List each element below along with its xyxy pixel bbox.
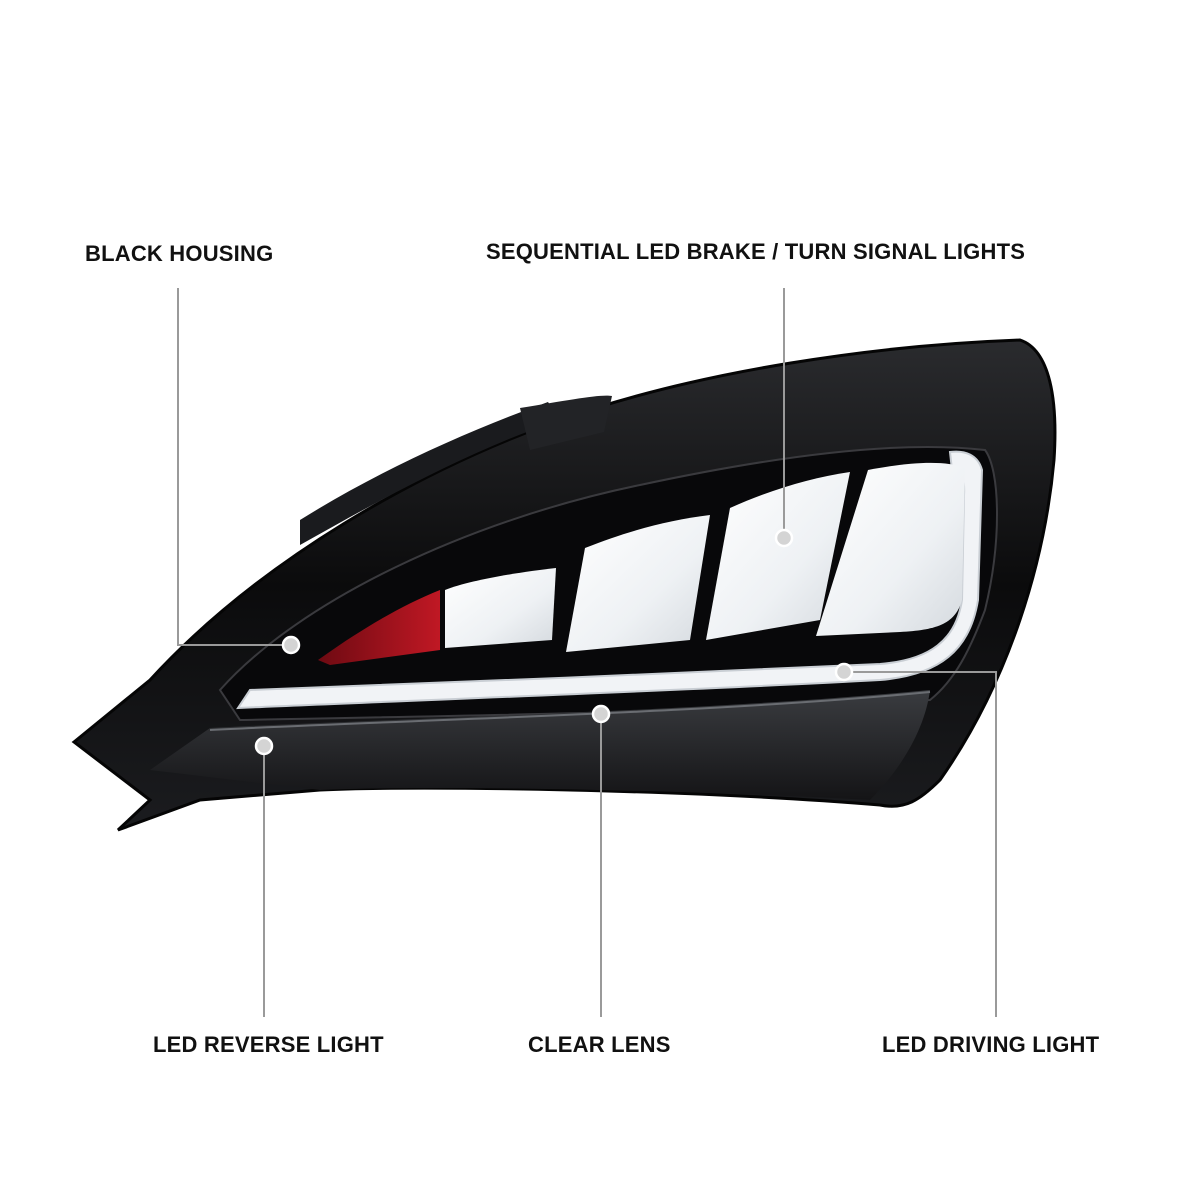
reverse-light-strip xyxy=(150,690,930,800)
red-reflector xyxy=(318,590,440,665)
callout-sequential-lights: SEQUENTIAL LED BRAKE / TURN SIGNAL LIGHT… xyxy=(486,239,1026,264)
callout-driving-light: LED DRIVING LIGHT xyxy=(882,1032,1100,1057)
marker-sequential-lights xyxy=(774,528,794,548)
led-segment-2 xyxy=(566,515,710,652)
marker-clear-lens xyxy=(591,704,611,724)
housing-ridge xyxy=(520,395,612,450)
callout-reverse-light: LED REVERSE LIGHT xyxy=(153,1032,384,1057)
leader-driving-light xyxy=(844,671,997,1017)
led-segment-1 xyxy=(445,568,556,648)
led-segment-4 xyxy=(816,462,965,636)
led-light-bar xyxy=(236,450,984,710)
marker-reverse-light xyxy=(254,736,274,756)
leader-black-housing xyxy=(177,288,291,646)
led-segment-3 xyxy=(706,472,850,640)
housing-fin xyxy=(300,402,560,545)
marker-driving-light xyxy=(834,662,854,682)
callout-black-housing: BLACK HOUSING xyxy=(85,241,274,266)
callout-markers xyxy=(254,528,854,756)
callout-clear-lens: CLEAR LENS xyxy=(528,1032,671,1057)
marker-black-housing xyxy=(281,635,301,655)
callout-leaders xyxy=(177,288,997,1017)
reverse-strip-highlight xyxy=(209,691,931,731)
